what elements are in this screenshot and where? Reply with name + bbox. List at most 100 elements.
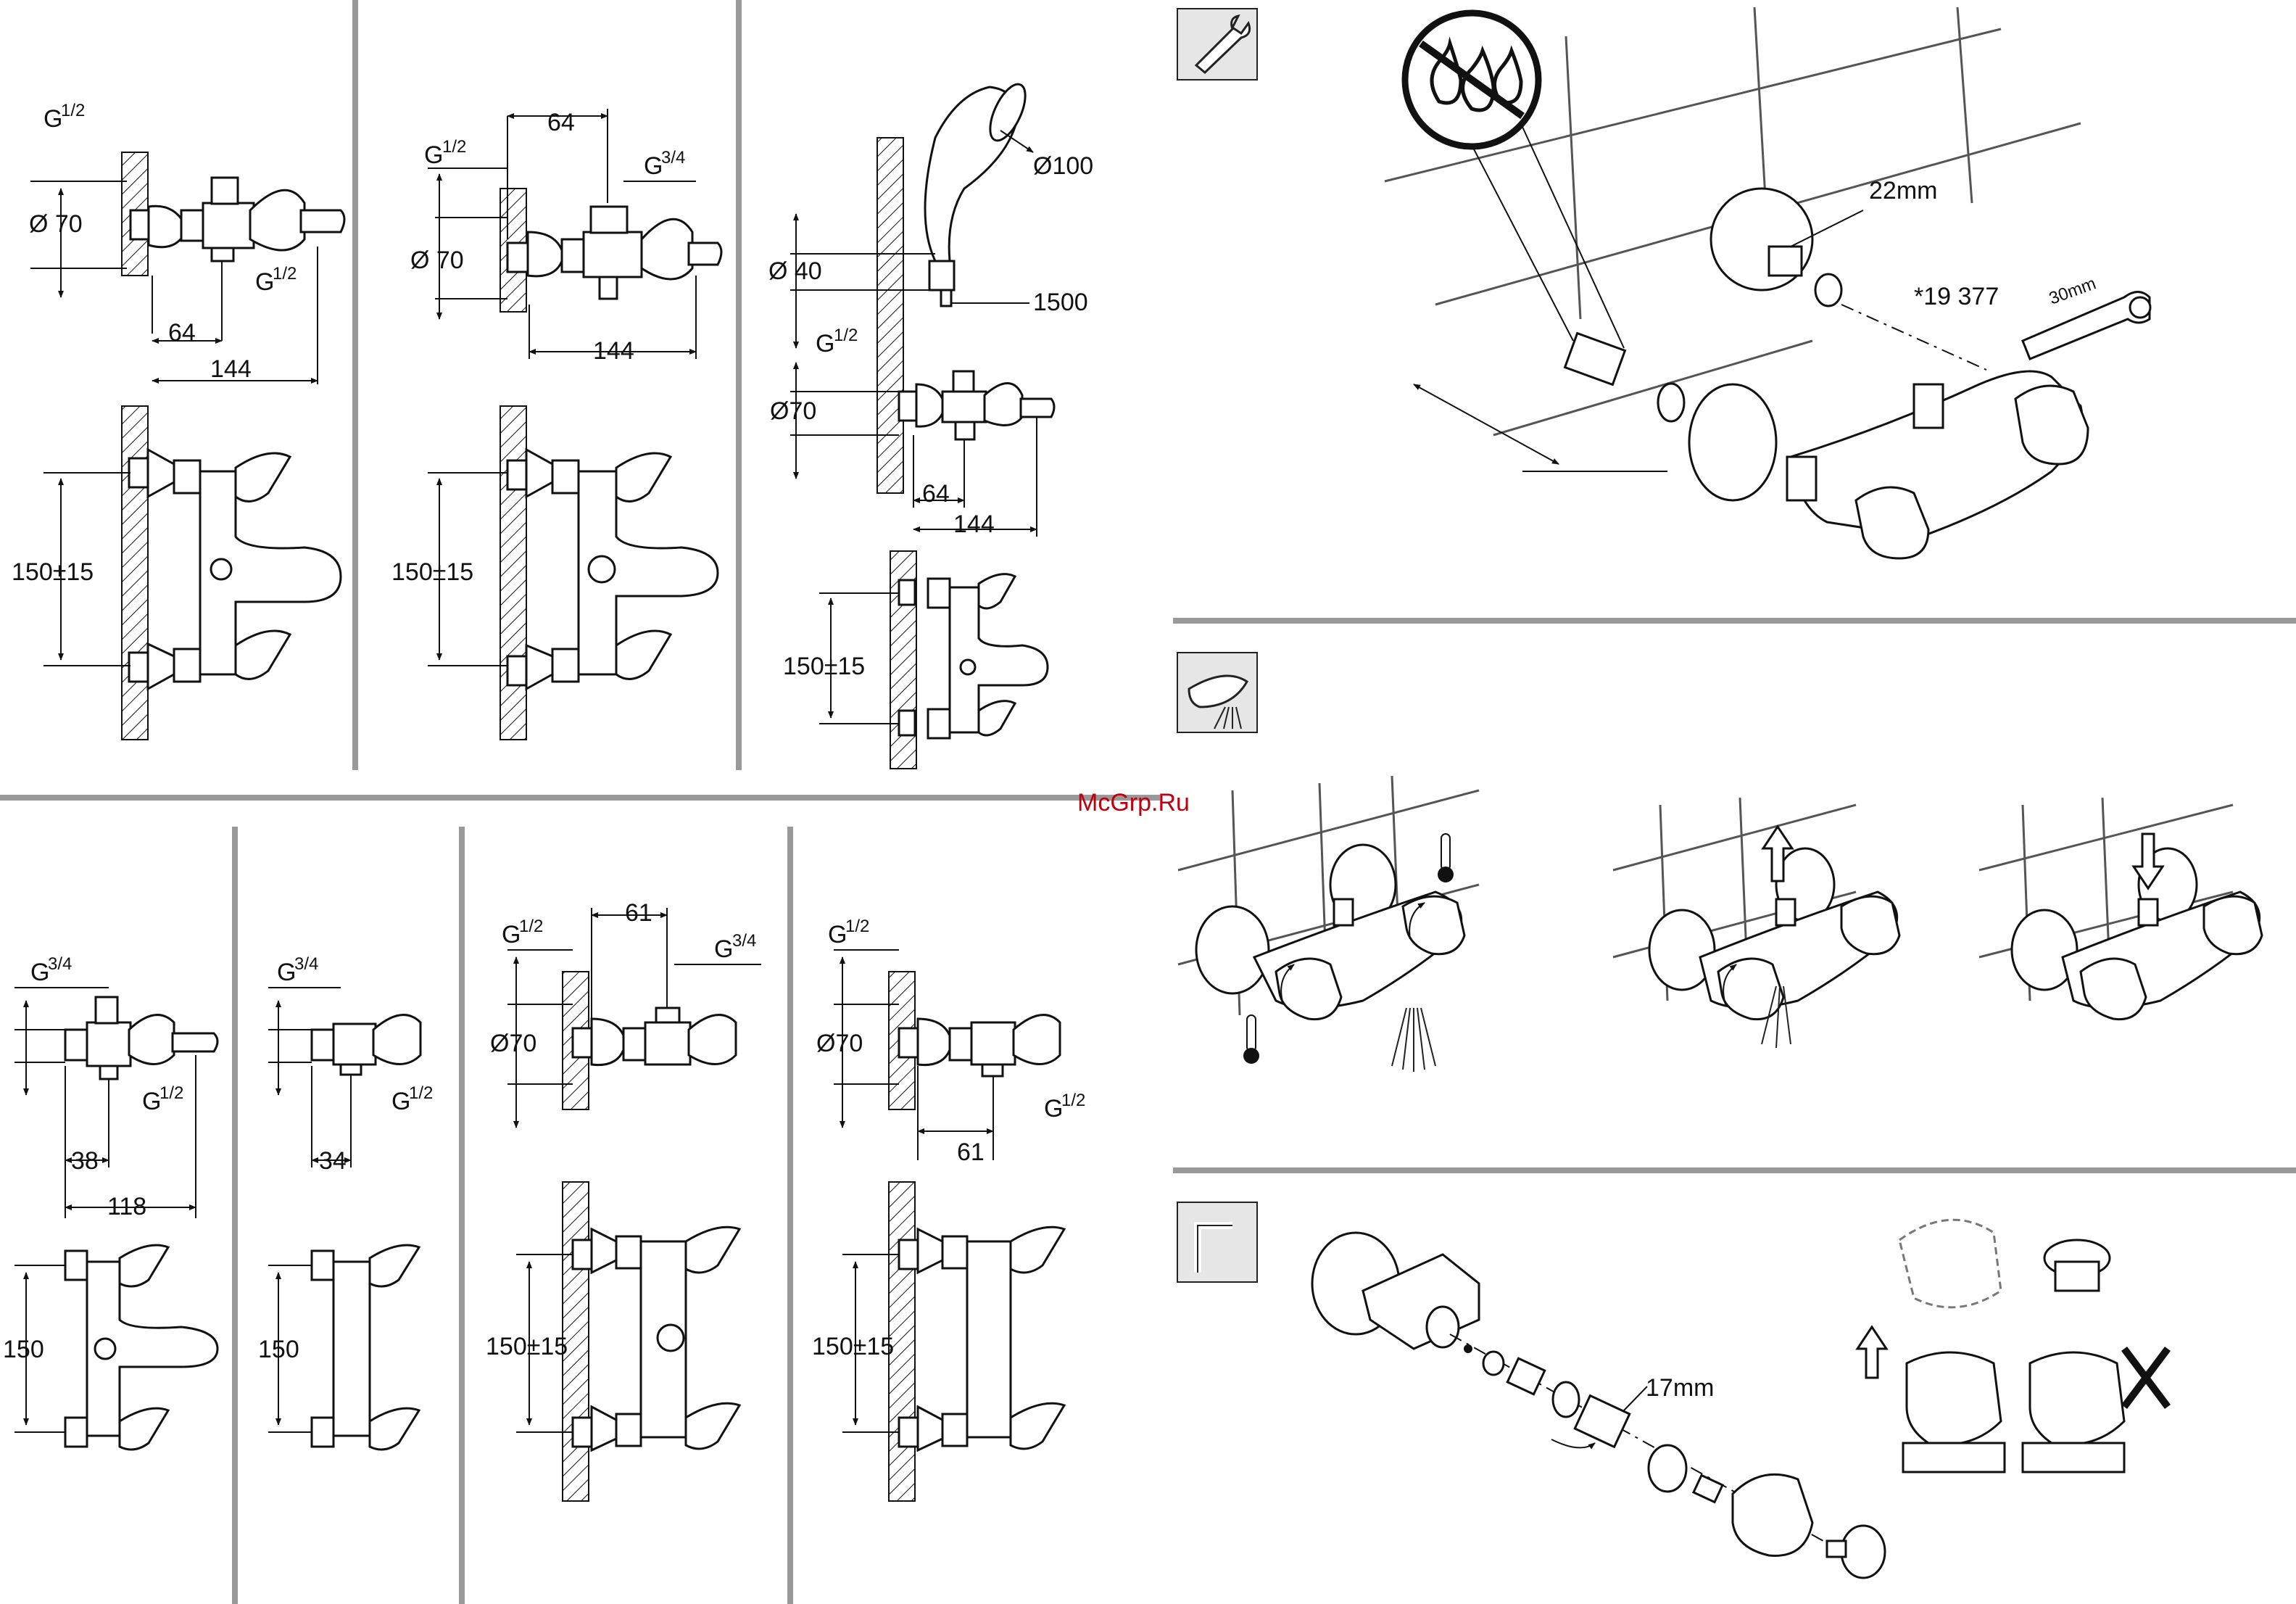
eccentric-lower: [526, 645, 552, 689]
nut-upper: [174, 460, 200, 493]
nut-upper: [616, 1236, 641, 1268]
handle-lower: [979, 701, 1015, 735]
spindle-nut: [1507, 1358, 1544, 1394]
wall-section: [500, 406, 526, 740]
thread-fraction: 1/2: [834, 326, 858, 345]
eccentric: [528, 232, 562, 276]
handle: [689, 1015, 736, 1064]
diverter-knob: [1776, 899, 1795, 925]
handle-removal-new: [2023, 1240, 2168, 1472]
eccentric: [916, 384, 942, 426]
thread-out-fraction: 1/2: [159, 1083, 183, 1103]
wall-connector: [899, 1028, 918, 1057]
outlet: [100, 1066, 117, 1079]
handle-right: [1841, 896, 1899, 954]
handle-right: [2204, 896, 2262, 954]
thermometer-icon: [1247, 1015, 1256, 1051]
outlet: [212, 248, 233, 261]
dim-144: 144: [593, 337, 634, 365]
valve-body-front: [967, 1241, 1011, 1437]
diverter-knob: [212, 178, 238, 204]
svg-text:G: G: [43, 105, 62, 133]
diverter-knob: [96, 997, 117, 1023]
valve-body-front: [333, 1262, 370, 1436]
thread-top-fraction: 3/4: [732, 931, 756, 951]
mixer-body: [87, 1022, 130, 1066]
union-nut: [181, 210, 203, 241]
nut-lower: [174, 649, 200, 682]
union-nut: [312, 1030, 333, 1060]
dim-118: 118: [107, 1193, 146, 1220]
handle-upper: [979, 574, 1015, 608]
handle-lower: [370, 1408, 419, 1450]
thread-top-fraction: 3/4: [661, 148, 685, 168]
o-ring: [1553, 1382, 1579, 1417]
panel-7-shower-valve-bottom: G 1/2 Ø70 G 1/2 61 150±15: [812, 917, 1085, 1501]
thread-top-fraction: 3/4: [294, 954, 318, 974]
head-diameter-label: Ø100: [1033, 152, 1093, 180]
tool-code-label: *19 377: [1914, 283, 1999, 310]
handle: [250, 190, 304, 250]
panel-3-shower-set: Ø100 Ø 40 1500 G 1/2 Ø70 64 144: [768, 79, 1093, 769]
thread-top-label: G: [644, 152, 663, 180]
handle-upper: [686, 1227, 739, 1273]
nut-lower: [928, 709, 950, 738]
top-outlet-front: [589, 556, 615, 582]
spout: [301, 210, 344, 232]
thread-top-label: G: [714, 935, 733, 963]
dim-144: 144: [953, 510, 995, 538]
handle-removal-old: [1857, 1220, 2005, 1472]
dim-61: 61: [957, 1138, 985, 1166]
washer: [1815, 274, 1841, 306]
cap: [1841, 1526, 1885, 1578]
thread-label: G: [828, 921, 847, 948]
top-outlet: [656, 1008, 679, 1022]
nut-lower: [552, 649, 579, 682]
tool-size-label: 30mm: [2047, 273, 2099, 308]
washer: [1483, 1352, 1504, 1375]
eccentric-upper: [918, 1229, 942, 1273]
thread-out-label: G: [142, 1088, 161, 1115]
mixer-body: [584, 232, 642, 277]
diverter-knob: [600, 277, 617, 299]
thermometer-bulb: [1243, 1048, 1259, 1064]
wall-holder: [929, 261, 954, 290]
valve-body: [645, 1022, 690, 1064]
dim-61: 61: [625, 899, 652, 927]
handle: [1733, 1474, 1812, 1555]
handle-upper: [616, 453, 671, 501]
panel-5-single-valve: G 3/4 G 1/2 34 150: [258, 954, 433, 1450]
thread-label: G: [816, 330, 834, 357]
valve-body: [333, 1024, 376, 1064]
spout: [1021, 399, 1054, 417]
thread-fraction: 1/2: [845, 917, 869, 936]
nut-size-label: 22mm: [1869, 177, 1937, 204]
operation-scene-temperature: [1178, 776, 1479, 1072]
handle-left: [1718, 959, 1783, 1020]
handle-left: [1276, 959, 1341, 1020]
holder-pin: [941, 290, 951, 306]
arrow-up-icon: [1857, 1327, 1886, 1378]
dim-spacing: 150±15: [12, 558, 94, 586]
thread-fraction: 1/2: [442, 137, 466, 157]
handle: [985, 384, 1022, 426]
nut-upper: [552, 460, 579, 493]
operation-scene-push-down: [1979, 798, 2262, 1020]
union-nut: [65, 1030, 87, 1060]
wall-section: [877, 138, 903, 493]
thread-out-label: G: [391, 1088, 410, 1115]
washer: [1658, 384, 1684, 421]
inlet-lower: [899, 711, 915, 735]
inlet-upper: [899, 580, 915, 605]
eccentric-lower: [148, 644, 174, 689]
diverter-opening: [95, 1339, 115, 1359]
wall-connector: [899, 392, 916, 421]
dim-64: 64: [168, 319, 196, 347]
thread-out-label: G: [255, 268, 274, 296]
handle-upper: [370, 1245, 419, 1286]
screw: [1464, 1344, 1472, 1353]
spout: [689, 243, 721, 265]
eccentric: [592, 1019, 623, 1065]
thread-out-fraction: 1/2: [409, 1083, 433, 1103]
